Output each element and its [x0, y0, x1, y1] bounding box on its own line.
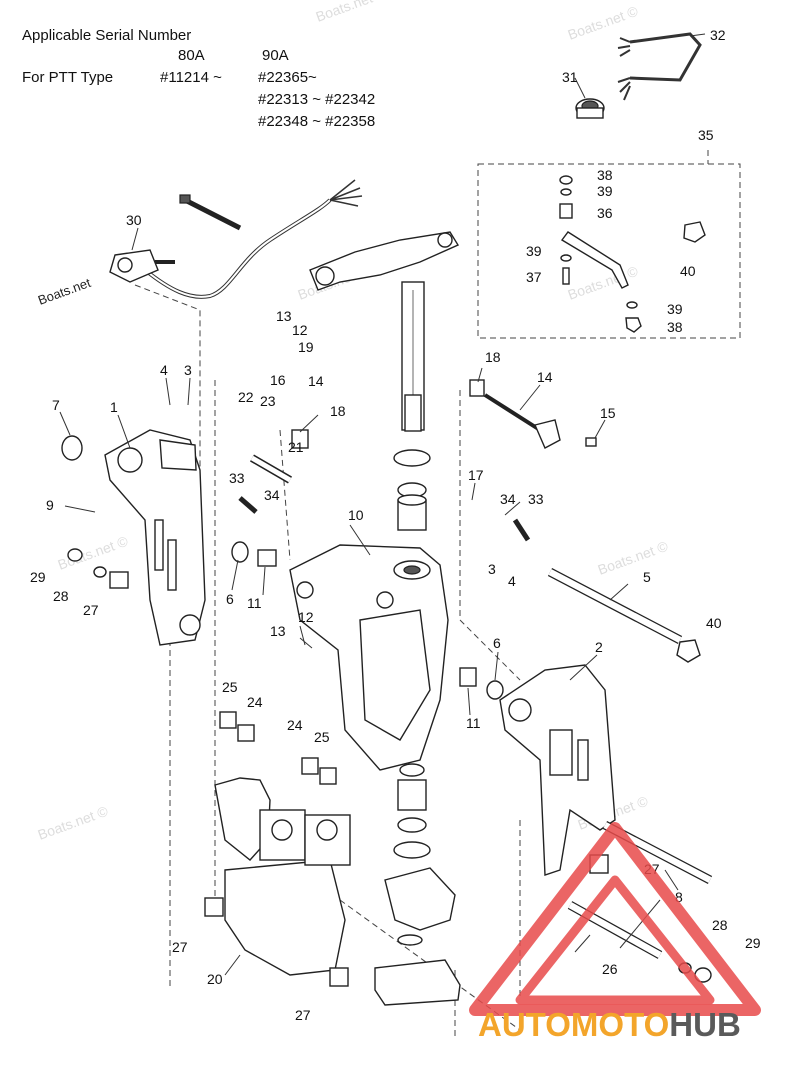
header-title: Applicable Serial Number [22, 27, 192, 44]
callout-2: 2 [595, 639, 603, 655]
callout-34: 34 [264, 487, 280, 503]
callout-27: 27 [172, 939, 188, 955]
callout-18: 18 [330, 403, 346, 419]
part-35-linkage-group [559, 175, 706, 333]
ptt-type-label: For PTT Type [22, 69, 114, 86]
callout-17: 17 [468, 467, 484, 483]
steering-arm [309, 231, 460, 432]
callout-25: 25 [314, 729, 330, 745]
callout-8: 8 [675, 889, 683, 905]
callout-5: 5 [643, 569, 651, 585]
watermark: Boats.net © [566, 262, 641, 302]
callout-4: 4 [508, 573, 516, 589]
callout-10: 10 [348, 507, 364, 523]
callout-39: 39 [526, 243, 542, 259]
callout-21: 21 [288, 439, 304, 455]
callout-33: 33 [528, 491, 544, 507]
serial-80: #11214 ~ [160, 69, 222, 86]
part-14-shaft [483, 393, 597, 449]
brand-moto: MOTO [570, 1006, 670, 1043]
callout-27: 27 [83, 602, 99, 618]
callout-29: 29 [745, 935, 761, 951]
callout-1: 1 [110, 399, 118, 415]
callout-34: 34 [500, 491, 516, 507]
brand-hub: HUB [669, 1006, 741, 1043]
steering-bushings [393, 449, 431, 859]
callout-32: 32 [710, 27, 726, 43]
lower-swivel-parts [374, 867, 461, 1006]
model-80-label: 80A [178, 47, 205, 64]
callout-6: 6 [493, 635, 501, 651]
wiring-harness [143, 179, 363, 299]
callout-18: 18 [485, 349, 501, 365]
part-31-grommet [575, 98, 605, 119]
part-30-trim-sensor [109, 249, 175, 283]
callout-28: 28 [53, 588, 69, 604]
callout-9: 9 [46, 497, 54, 513]
callout-30: 30 [126, 212, 142, 228]
callout-37: 37 [526, 269, 542, 285]
small-bushings [61, 379, 712, 987]
model-90-label: 90A [262, 47, 289, 64]
callout-26: 26 [602, 961, 618, 977]
watermark: Boats.net © [56, 532, 131, 572]
callout-13: 13 [270, 623, 286, 639]
callout-labels: 1 2 3 3 4 4 5 6 6 7 8 9 10 11 11 12 12 1… [30, 27, 761, 1023]
callout-12: 12 [298, 609, 314, 625]
brand-logo-triangle [469, 822, 761, 1016]
callout-13: 13 [276, 308, 292, 324]
callout-23: 23 [260, 393, 276, 409]
callout-14: 14 [308, 373, 324, 389]
part-2-clamp-bracket [499, 664, 616, 876]
callout-16: 16 [270, 372, 286, 388]
callout-19: 19 [298, 339, 314, 355]
watermark: Boats.net © [36, 802, 111, 842]
part-5-tilt-tube [547, 568, 701, 663]
callout-28: 28 [712, 917, 728, 933]
watermark: Boats.net © [314, 0, 389, 25]
part-26-shaft [567, 901, 663, 959]
callout-35: 35 [698, 127, 714, 143]
callout-38: 38 [667, 319, 683, 335]
brand-auto: AUTO [478, 1006, 571, 1043]
callout-38: 38 [597, 167, 613, 183]
callout-14: 14 [537, 369, 553, 385]
brand-wordmark: AUTOMOTOHUB [478, 1006, 741, 1044]
callout-39: 39 [667, 301, 683, 317]
callout-40: 40 [680, 263, 696, 279]
watermark: Boats.net © [566, 2, 641, 42]
serial-90-2: #22313 ~ #22342 [258, 91, 376, 108]
callout-3: 3 [184, 362, 192, 378]
callout-27: 27 [295, 1007, 311, 1023]
callout-12: 12 [292, 322, 308, 338]
leader-lines [59, 33, 706, 976]
callout-4: 4 [160, 362, 168, 378]
callout-22: 22 [238, 389, 254, 405]
serial-90-1: #22365~ [258, 69, 317, 86]
watermark: Boats.net © [596, 537, 671, 577]
callout-24: 24 [287, 717, 303, 733]
callout-31: 31 [562, 69, 578, 85]
watermark-short: Boats.net [36, 275, 93, 308]
callout-15: 15 [600, 405, 616, 421]
serial-90-3: #22348 ~ #22358 [258, 113, 376, 130]
callout-40: 40 [706, 615, 722, 631]
part-32-lead-wire [617, 32, 702, 101]
callout-11: 11 [466, 715, 481, 731]
callout-25: 25 [222, 679, 238, 695]
callout-24: 24 [247, 694, 263, 710]
part-1-clamp-bracket [104, 429, 206, 646]
part-10-swivel-bracket [289, 544, 449, 771]
callout-7: 7 [52, 397, 60, 413]
callout-33: 33 [229, 470, 245, 486]
callout-39: 39 [597, 183, 613, 199]
callout-3: 3 [488, 561, 496, 577]
callout-6: 6 [226, 591, 234, 607]
callout-36: 36 [597, 205, 613, 221]
part-20-trim-unit [214, 777, 351, 976]
callout-11: 11 [247, 595, 262, 611]
callout-20: 20 [207, 971, 223, 987]
callout-29: 29 [30, 569, 46, 585]
